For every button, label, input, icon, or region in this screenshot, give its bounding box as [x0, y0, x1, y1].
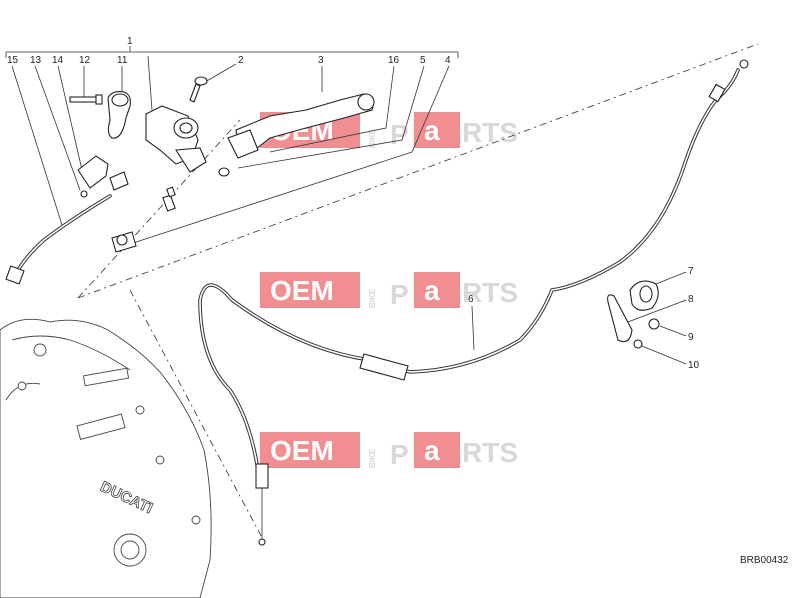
watermark-rts: RTS	[462, 277, 518, 308]
leader-lines-top	[11, 55, 450, 245]
watermark-oem: OEM	[270, 435, 334, 466]
switch-bracket	[77, 155, 129, 198]
reference-code: BRB00432	[740, 555, 789, 566]
master-body	[145, 105, 207, 173]
watermark-p: P	[390, 279, 409, 310]
callout-2: 2	[238, 55, 244, 66]
watermark-a: a	[424, 435, 440, 466]
watermark-oem: OEM	[270, 275, 334, 306]
clutch-lever-assembly	[5, 76, 375, 285]
callout-4: 4	[445, 55, 451, 66]
lever-3	[227, 93, 375, 159]
engine-cover: DUCATI	[0, 318, 212, 598]
callout-7: 7	[688, 266, 694, 277]
watermark-p: P	[390, 119, 409, 150]
watermark-bike: BIKE	[368, 448, 377, 468]
bolt-2	[189, 76, 208, 103]
watermark-bottom: OEM BIKE P a RTS	[260, 432, 518, 470]
callout-5: 5	[420, 55, 426, 66]
projection-lines	[77, 43, 759, 546]
watermark-rts: RTS	[462, 117, 518, 148]
callout-10: 10	[688, 360, 700, 371]
callout-6: 6	[468, 294, 474, 305]
cable-fasteners	[607, 280, 660, 349]
watermark-middle: OEM BIKE P a RTS	[260, 272, 518, 310]
group-bracket: 1	[5, 36, 459, 58]
callout-9: 9	[688, 332, 694, 343]
watermark-a: a	[424, 275, 440, 306]
watermark-a: a	[424, 115, 440, 146]
callouts-top: 15 13 14 12 11 2 3 16 5 4	[7, 55, 451, 66]
screw-12	[69, 94, 103, 105]
clutch-cable-6	[198, 59, 749, 546]
watermark-p: P	[390, 439, 409, 470]
watermark-rts: RTS	[462, 437, 518, 468]
callout-13: 13	[30, 55, 42, 66]
switch-wire	[5, 194, 112, 285]
callout-14: 14	[52, 55, 64, 66]
switch-4	[111, 231, 137, 253]
callouts-right: 6 7 8 9 10	[468, 266, 700, 371]
watermark-bike: BIKE	[368, 288, 377, 308]
callout-16: 16	[388, 55, 400, 66]
callout-8: 8	[688, 294, 694, 305]
pin-parts	[162, 167, 230, 212]
watermark-bike: BIKE	[368, 128, 377, 148]
callout-11: 11	[117, 55, 128, 66]
callout-1: 1	[127, 36, 133, 47]
clamp-11	[107, 91, 131, 139]
callout-15: 15	[7, 55, 19, 66]
callout-3: 3	[318, 55, 324, 66]
callout-12: 12	[79, 55, 91, 66]
